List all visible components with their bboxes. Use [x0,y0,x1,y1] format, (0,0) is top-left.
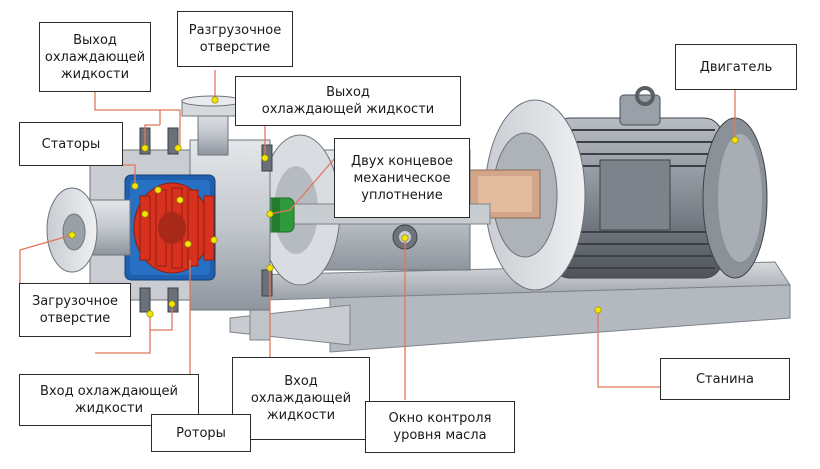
label-motor: Двигатель [675,44,797,90]
motor-flange [469,99,586,291]
motor-body [551,86,768,279]
label-coolant-inlet-center: Вход охлаждающей жидкости [232,357,370,440]
label-coolant-outlet-right: Выход охлаждающей жидкости [235,76,461,126]
inlet-flange [46,187,131,273]
marker-dots [68,96,739,318]
label-coolant-inlet-left: Вход охлаждающей жидкости [19,374,199,426]
label-mechanical-seal: Двух концевое механическое уплотнение [334,138,470,218]
label-discharge-port: Разгрузочное отверстие [177,11,293,67]
label-rotors: Роторы [151,414,251,452]
label-coolant-outlet-left: Выход охлаждающей жидкости [39,22,151,92]
pump-casing [89,95,271,311]
label-base-frame: Станина [660,358,790,400]
label-oil-sight-window: Окно контроля уровня масла [365,401,515,453]
label-feed-port: Загрузочное отверстие [19,283,131,337]
label-stators: Статоры [19,122,123,166]
